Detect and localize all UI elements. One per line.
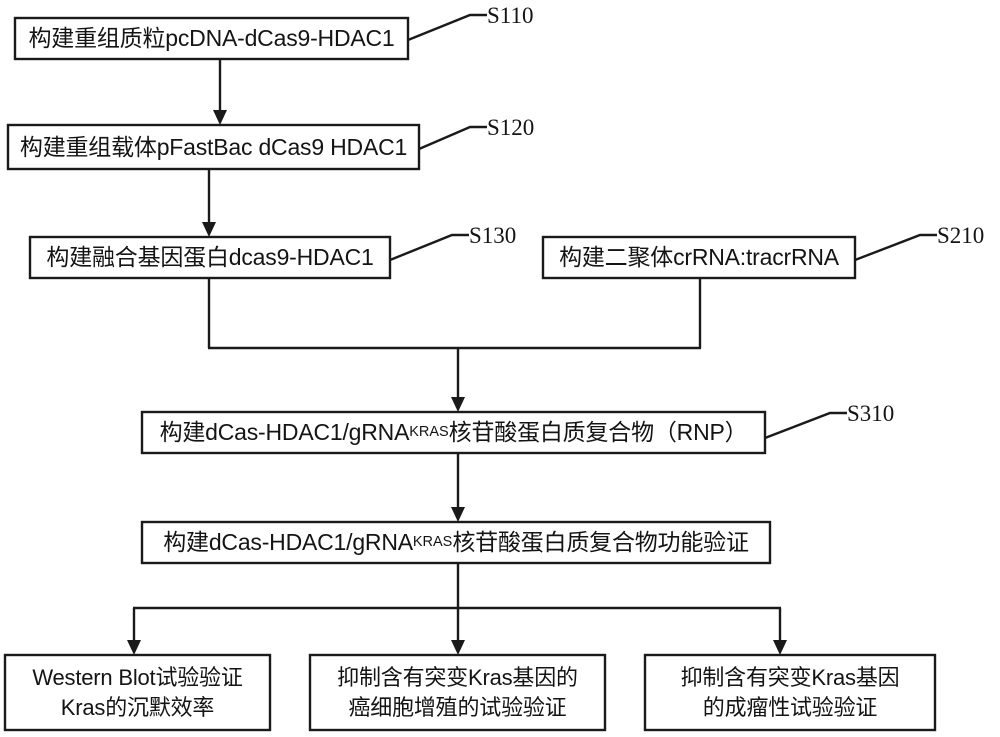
box-s130[interactable] bbox=[28, 235, 392, 280]
arrow-head-s110-s120 bbox=[213, 110, 227, 125]
leader-line-s210 bbox=[854, 233, 937, 262]
leader-line-s120 bbox=[418, 125, 487, 151]
leader-line-s310 bbox=[764, 411, 847, 440]
step-label-s130: S130 bbox=[469, 223, 517, 248]
box-s110[interactable] bbox=[13, 16, 410, 61]
box-s120[interactable] bbox=[6, 123, 421, 171]
step-label-s110: S110 bbox=[487, 3, 534, 28]
box-result1[interactable] bbox=[3, 653, 272, 732]
box-result2[interactable] bbox=[308, 653, 607, 732]
step-label-s120: S120 bbox=[487, 115, 535, 140]
box-verify[interactable] bbox=[140, 520, 772, 565]
arrow-head-s310-verify bbox=[451, 507, 465, 522]
box-s310[interactable] bbox=[140, 410, 767, 455]
box-result3[interactable] bbox=[643, 653, 937, 732]
box-s210[interactable] bbox=[541, 235, 857, 280]
step-label-s210: S210 bbox=[937, 223, 985, 248]
leader-line-s110 bbox=[407, 13, 487, 42]
arrow-head-merge-s310 bbox=[451, 397, 465, 412]
arrow-head-result3 bbox=[773, 640, 787, 655]
arrow-head-result1 bbox=[127, 640, 141, 655]
arrow-head-result2 bbox=[451, 640, 465, 655]
arrow-head-s120-s130 bbox=[202, 222, 216, 237]
step-label-s310: S310 bbox=[847, 401, 895, 426]
leader-line-s130 bbox=[389, 233, 469, 262]
